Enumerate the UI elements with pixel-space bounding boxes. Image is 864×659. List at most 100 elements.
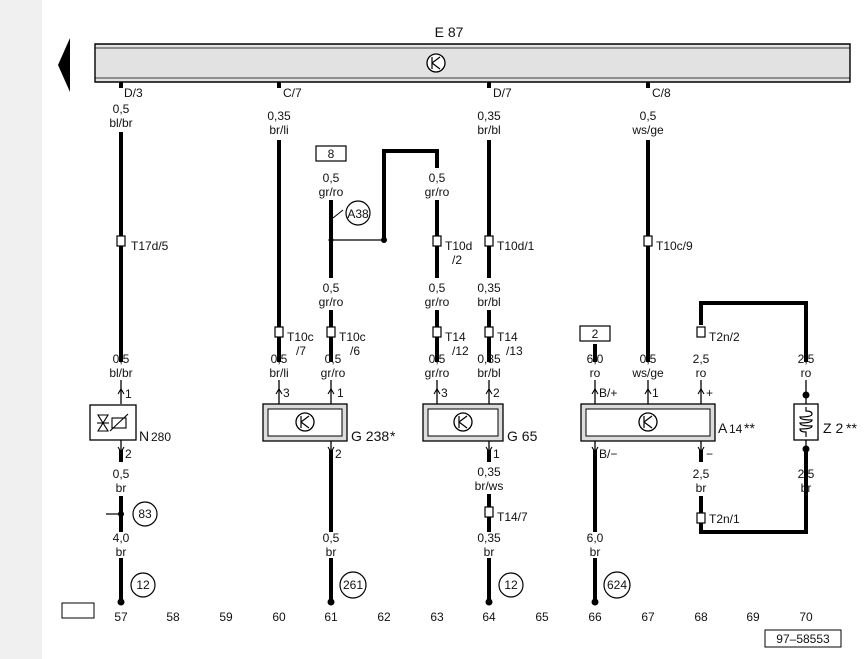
n280-label: N [139,428,149,444]
reference-box-2 [579,325,611,342]
wire-57-color-top: bl/br [109,116,132,130]
component-z2 [793,391,819,453]
a14-pin-minus: − [706,447,713,461]
wire-61-color-bot: gr/ro [321,366,346,380]
wire-61-connector-sub: /6 [350,344,360,358]
track-65: 65 [535,610,549,624]
wire-57-size-bot: 0,5 [113,352,130,366]
bus-module-icon [426,53,446,73]
page-back-arrow[interactable] [58,38,70,92]
a14-label-sub: 14 [729,422,743,436]
track-67: 67 [641,610,655,624]
wire-60-color-top: br/li [269,123,288,137]
z2-label: Z 2 [823,420,843,436]
wire-63-size-mid: 0,5 [429,281,446,295]
wire-63-color-top: gr/ro [425,185,450,199]
track-66: 66 [588,610,602,624]
wire-61-connector-t10c: T10c [339,330,366,344]
g65-pin-2: 2 [493,386,500,400]
track-59: 59 [219,610,233,624]
z2-mark: ** [846,420,857,436]
g65-pin-3: 3 [441,386,448,400]
wire-66-size-top: 6,0 [587,352,604,366]
n280-pin-bottom: 2 [125,447,132,461]
g238-pin-3: 3 [283,386,290,400]
left-margin-strip [0,0,42,659]
reference-number: 97–58553 [776,632,830,646]
wire-61-size-top: 0,5 [323,171,340,185]
reference-box-8-label: 8 [328,147,335,161]
component-g65 [422,403,504,442]
a14-pin-plus: + [706,386,713,400]
wire-68-size-top: 2,5 [693,352,710,366]
wire-68-lower-color: br [696,481,707,495]
wire-68-lower-size: 2,5 [693,467,710,481]
g238-label: G 238 [351,428,389,444]
a14-pin-bminus: B/− [599,447,617,461]
a14-pin-bplus: B/+ [599,386,617,400]
wire-57-lower-color2: br [116,545,127,559]
track-62: 62 [377,610,391,624]
wire-57-lower-color1: br [116,481,127,495]
wire-60-color-bot: br/li [269,366,288,380]
wire-64-connector-t10d1: T10d/1 [497,239,535,253]
wire-61-lower-size: 0,5 [323,531,340,545]
wire-60-connector-t10c: T10c [287,330,314,344]
ground-624 [603,571,631,599]
track-69: 69 [746,610,760,624]
wire-64-color-top: br/bl [477,123,500,137]
ground-624-label: 624 [607,578,627,592]
wire-64-size-bot: 0,35 [477,352,501,366]
g65-label: G 65 [507,428,538,444]
wire-60-size-bot: 0,5 [271,352,288,366]
wire-67-connector-label: C/8 [652,86,671,100]
ground-12-a [130,572,156,598]
wire-61-size-mid: 0,5 [323,281,340,295]
wire-57-size-top: 0,5 [113,102,130,116]
wire-68-color-top: ro [696,366,707,380]
wire-64-lower-size1: 0,35 [477,465,501,479]
track-68: 68 [694,610,708,624]
wire-60-connector-sub: /7 [296,344,306,358]
n280-label-sub: 280 [151,430,171,444]
track-57: 57 [114,610,128,624]
n280-pin-top: 1 [125,387,132,401]
ground-12-b [498,572,524,598]
wire-64-connector-t14-sub: /13 [506,344,523,358]
ground-261-label: 261 [343,578,363,592]
wire-64-color-mid: br/bl [477,295,500,309]
track-64: 64 [482,610,496,624]
node-a38-label: A38 [347,207,369,221]
wire-61-color-top: gr/ro [319,185,344,199]
wire-64-connector-label: D/7 [493,86,512,100]
wire-64-connector-t14-7: T14/7 [497,510,528,524]
wire-70-size-top: 2,5 [798,352,815,366]
wire-61-color-mid: gr/ro [319,295,344,309]
wire-67-size-bot: 0,5 [640,352,657,366]
ground-261 [339,571,367,599]
a14-pin-1: 1 [652,386,659,400]
wire-70-lower-size: 2,5 [798,467,815,481]
ground-12-b-label: 12 [504,578,518,592]
track-61: 61 [324,610,338,624]
track-63: 63 [430,610,444,624]
wire-67-color-top: ws/ge [631,123,664,137]
wire-57-lower-size1: 0,5 [113,467,130,481]
node-a38 [345,200,371,226]
reference-number-box [764,629,842,648]
wire-66-lower-size: 6,0 [587,531,604,545]
wire-64-size-mid: 0,35 [477,281,501,295]
wire-66-lower-color: br [590,545,601,559]
g238-pin-1: 1 [337,386,344,400]
track-70: 70 [799,610,813,624]
component-a14 [580,403,716,442]
wire-63-connector-t10d: T10d [445,239,472,253]
wire-57-connector-t17d: T17d/5 [131,239,169,253]
reference-box-2-label: 2 [592,327,599,341]
wire-68-connector-t2n2: T2n/2 [709,330,740,344]
ground-12-a-label: 12 [136,578,150,592]
track-60: 60 [272,610,286,624]
wire-63-size-top: 0,5 [429,171,446,185]
wire-63-size-bot: 0,5 [429,352,446,366]
